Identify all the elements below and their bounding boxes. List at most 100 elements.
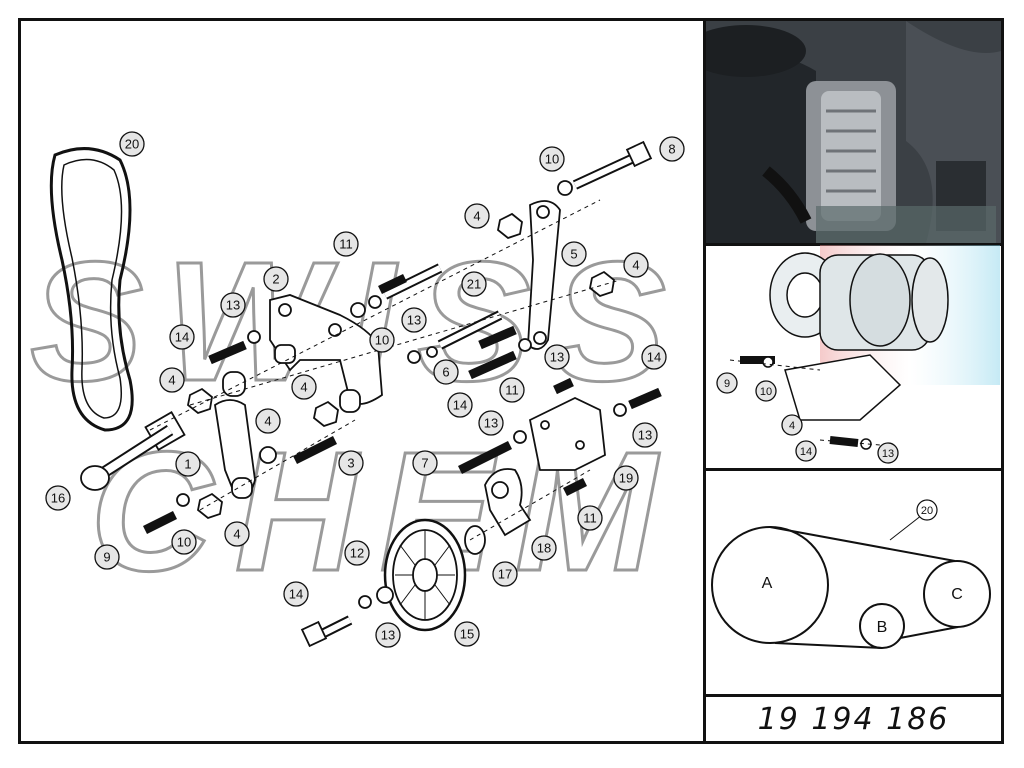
callout-bubble bbox=[169, 324, 195, 350]
inset-callout-label: 13 bbox=[882, 448, 894, 460]
belt-leader-line bbox=[889, 514, 923, 541]
callout-bubble bbox=[613, 465, 639, 491]
callout-bubble bbox=[291, 374, 317, 400]
callout-label: 9 bbox=[103, 550, 110, 565]
belt-routing-diagram: 20 A B C bbox=[711, 499, 991, 649]
pulley-b-label: B bbox=[877, 619, 888, 636]
callout-label: 13 bbox=[381, 628, 395, 643]
inset-callout-label: 4 bbox=[789, 420, 795, 432]
callout-bubble bbox=[478, 410, 504, 436]
callout-label: 20 bbox=[125, 137, 139, 152]
callout-bubble bbox=[224, 521, 250, 547]
parts-linework bbox=[49, 140, 662, 648]
panel-divider-3 bbox=[703, 694, 1004, 697]
callout-bubble bbox=[499, 377, 525, 403]
belt-callout-bubble bbox=[916, 499, 938, 521]
callout-label: 19 bbox=[619, 471, 633, 486]
callout-bubble bbox=[632, 422, 658, 448]
belt-top-run bbox=[769, 526, 956, 562]
panel-divider-2 bbox=[703, 468, 1004, 471]
callout-label: 5 bbox=[570, 247, 577, 262]
callout-label: 11 bbox=[583, 511, 597, 526]
engine-photo-art bbox=[706, 21, 1001, 243]
callout-label: 17 bbox=[498, 567, 512, 582]
callout-label: 11 bbox=[339, 237, 353, 252]
callout-bubble bbox=[171, 529, 197, 555]
callout-label: 4 bbox=[264, 414, 271, 429]
callout-bubble bbox=[94, 544, 120, 570]
inset-callout-label: 9 bbox=[724, 378, 730, 390]
callout-label: 21 bbox=[467, 277, 481, 292]
callout-label: 8 bbox=[668, 142, 675, 157]
callout-bubble bbox=[159, 367, 185, 393]
callout-label: 14 bbox=[175, 330, 189, 345]
callout-bubble bbox=[45, 485, 71, 511]
pulley-a-label: A bbox=[762, 575, 773, 592]
callout-label: 14 bbox=[453, 398, 467, 413]
callout-bubble bbox=[175, 451, 201, 477]
callout-label: 4 bbox=[300, 380, 307, 395]
callout-label: 1 bbox=[184, 457, 191, 472]
inset-callout-bubble bbox=[781, 414, 803, 436]
engine-photo bbox=[706, 21, 1001, 243]
callout-label: 10 bbox=[545, 152, 559, 167]
belt-bottom-run bbox=[774, 642, 883, 649]
callout-bubble bbox=[255, 408, 281, 434]
callout-label: 6 bbox=[442, 365, 449, 380]
callout-bubble bbox=[433, 359, 459, 385]
callout-bubble bbox=[623, 252, 649, 278]
panel-divider-vertical bbox=[703, 18, 706, 744]
callout-bubble bbox=[659, 136, 685, 162]
callout-bubble bbox=[641, 344, 667, 370]
callout-label: 14 bbox=[289, 587, 303, 602]
belt-right-run bbox=[899, 626, 959, 639]
callout-bubble bbox=[369, 327, 395, 353]
inset-callout-bubble bbox=[755, 380, 777, 402]
callout-bubble bbox=[539, 146, 565, 172]
callout-label: 18 bbox=[537, 541, 551, 556]
callout-bubble bbox=[338, 450, 364, 476]
callout-label: 16 bbox=[51, 491, 65, 506]
callout-label: 10 bbox=[375, 333, 389, 348]
callout-bubble bbox=[283, 581, 309, 607]
callout-bubble bbox=[412, 450, 438, 476]
callout-label: 4 bbox=[473, 209, 480, 224]
callout-bubble bbox=[492, 561, 518, 587]
pulley-c-label: C bbox=[951, 586, 963, 603]
callout-label: 4 bbox=[632, 258, 639, 273]
callout-bubble bbox=[454, 621, 480, 647]
part-number: 19 194 186 bbox=[757, 701, 950, 737]
callout-bubble bbox=[464, 203, 490, 229]
callout-label: 13 bbox=[484, 416, 498, 431]
callout-bubble bbox=[119, 131, 145, 157]
callout-bubble bbox=[344, 540, 370, 566]
inset-callout-label: 14 bbox=[800, 446, 812, 458]
callout-label: 10 bbox=[177, 535, 191, 550]
inset-callout-label: 10 bbox=[760, 386, 772, 398]
inset-callout-bubble bbox=[716, 372, 738, 394]
callout-bubble bbox=[461, 271, 487, 297]
callout-label: 13 bbox=[407, 313, 421, 328]
inset-callout-bubble bbox=[877, 442, 899, 464]
callout-label: 13 bbox=[226, 298, 240, 313]
callout-label: 13 bbox=[638, 428, 652, 443]
callout-bubble bbox=[401, 307, 427, 333]
callout-bubble bbox=[375, 622, 401, 648]
callout-bubble bbox=[531, 535, 557, 561]
inset-callout-bubble bbox=[795, 440, 817, 462]
callout-bubble bbox=[220, 292, 246, 318]
callout-label: 7 bbox=[421, 456, 428, 471]
panel-divider-1 bbox=[703, 243, 1004, 246]
callout-label: 13 bbox=[550, 350, 564, 365]
callout-bubble bbox=[577, 505, 603, 531]
callout-label: 2 bbox=[272, 272, 279, 287]
callout-bubble bbox=[333, 231, 359, 257]
callout-label: 15 bbox=[460, 627, 474, 642]
compressor-inset: 9 10 4 14 13 bbox=[716, 252, 949, 464]
callout-label: 12 bbox=[350, 546, 364, 561]
callout-label: 11 bbox=[505, 383, 519, 398]
callout-label: 4 bbox=[233, 527, 240, 542]
callout-label: 4 bbox=[168, 373, 175, 388]
